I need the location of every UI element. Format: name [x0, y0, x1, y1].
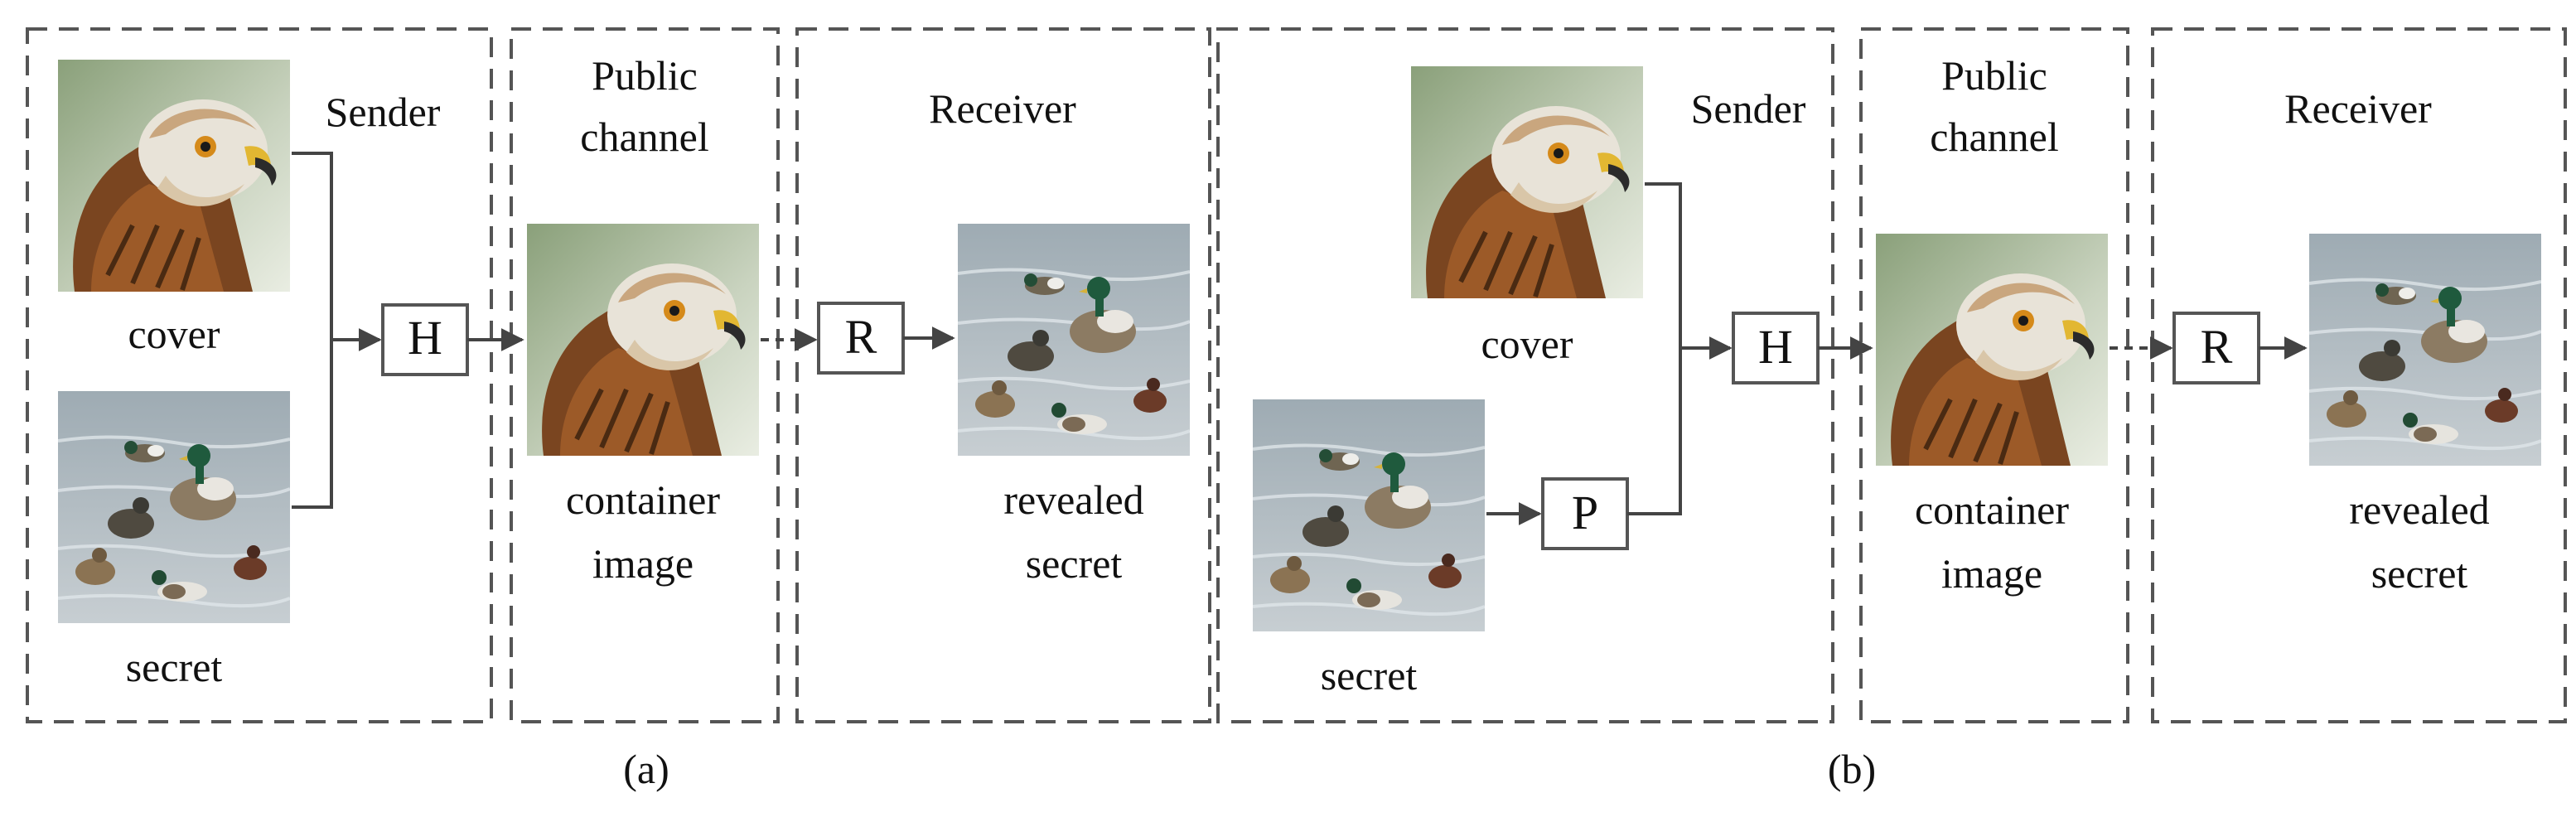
receiver-box-a	[795, 27, 1211, 723]
revealed-label-line1-a: revealed	[1003, 476, 1143, 523]
reveal-network-node-b	[2172, 312, 2260, 384]
secret-label-a: secret	[126, 644, 223, 690]
prep-network-label-b: P	[1572, 486, 1598, 539]
hide-network-node-b	[1732, 312, 1820, 384]
sender-box-a	[26, 27, 493, 723]
reveal-network-label-b: R	[2201, 320, 2233, 374]
cover-label-b: cover	[1481, 321, 1573, 367]
caption-a: (a)	[623, 746, 669, 792]
secret-image-b	[1253, 399, 1485, 631]
public-label-line1-b: Public	[1941, 52, 2047, 99]
cover-connector-a	[292, 152, 333, 340]
revealed-secret-image-a	[958, 224, 1190, 456]
sender-box-b	[1216, 27, 1834, 723]
container-label-line1-a: container	[566, 476, 720, 523]
reveal-network-label-a: R	[845, 310, 877, 364]
cover-label-a: cover	[128, 311, 220, 357]
container-label-line1-b: container	[1915, 486, 2069, 533]
secret-connector-a	[292, 340, 333, 509]
hide-network-label-a: H	[408, 311, 442, 365]
receiver-label-a: Receiver	[929, 85, 1076, 132]
hide-network-label-b: H	[1758, 320, 1793, 374]
panel-b: Sender Public channel Receiver cover sec…	[1216, 27, 2567, 792]
public-channel-box-a	[510, 27, 780, 723]
cover-image-b	[1411, 66, 1643, 298]
panel-a: Sender Public channel Receiver cover sec…	[26, 27, 1211, 792]
secret-label-b: secret	[1321, 652, 1418, 699]
container-label-line2-a: image	[592, 540, 694, 587]
public-label-line1-a: Public	[592, 52, 698, 99]
public-label-line2-a: channel	[580, 114, 708, 160]
receiver-label-b: Receiver	[2284, 85, 2432, 132]
receiver-box-b	[2151, 27, 2567, 723]
container-label-line2-b: image	[1941, 550, 2042, 597]
sender-label-a: Sender	[326, 89, 441, 135]
revealed-label-line2-a: secret	[1026, 540, 1123, 587]
sender-label-b: Sender	[1691, 85, 1806, 132]
public-label-line2-b: channel	[1930, 114, 2058, 160]
revealed-label-line2-b: secret	[2371, 550, 2468, 597]
revealed-label-line1-b: revealed	[2349, 486, 2489, 533]
secret-image-a	[58, 391, 290, 623]
container-image-a	[527, 224, 759, 456]
prep-connector-b	[1627, 348, 1682, 515]
cover-connector-b	[1645, 182, 1682, 348]
revealed-secret-image-b	[2309, 234, 2541, 466]
public-channel-box-b	[1859, 27, 2129, 723]
container-image-b	[1876, 234, 2108, 466]
caption-b: (b)	[1828, 746, 1876, 792]
cover-image-a	[58, 60, 290, 292]
hide-network-node-a	[381, 303, 469, 376]
